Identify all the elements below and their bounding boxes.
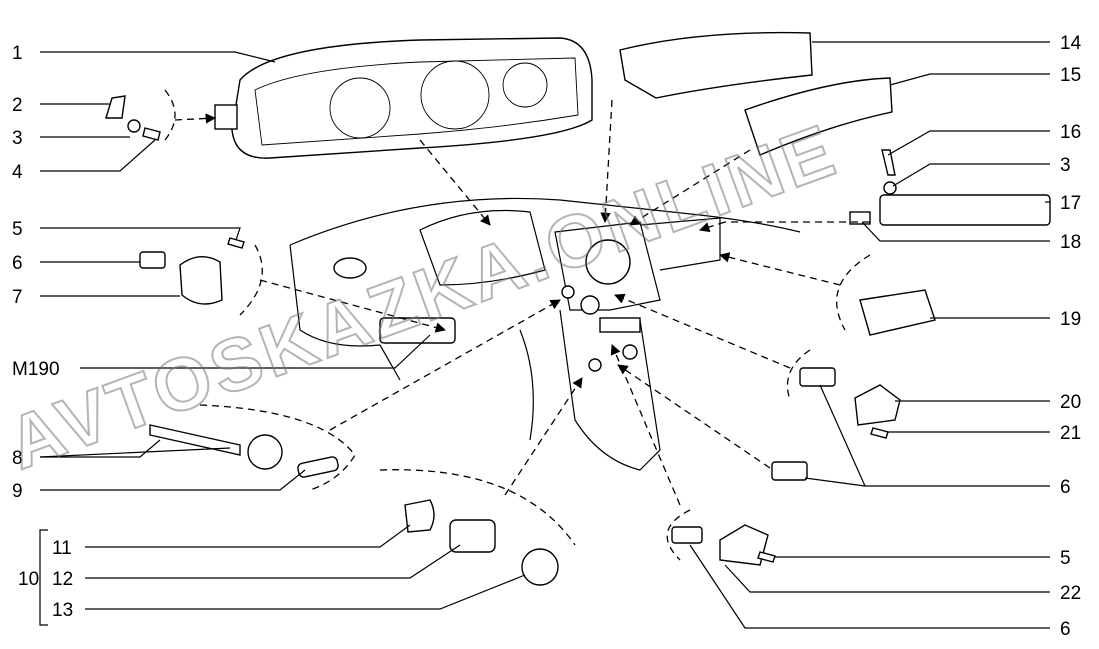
callout-left-10: 10 (18, 569, 39, 590)
callout-right-3: 3 (1060, 155, 1071, 176)
part-2-bracket (105, 95, 126, 119)
ignition-group (149, 299, 561, 491)
callout-left-5: 5 (12, 219, 23, 240)
callout-right-21: 21 (1060, 423, 1081, 444)
callout-right-18: 18 (1060, 232, 1081, 253)
cigar-lighter-group (379, 377, 583, 586)
callout-left-8: 8 (12, 448, 23, 469)
heater-control-group (699, 149, 1051, 233)
callout-left-12: 12 (52, 569, 73, 590)
callout-right-15: 15 (1060, 65, 1081, 86)
callout-left-m190: M190 (12, 359, 60, 380)
callout-right-6: 6 (1060, 619, 1071, 640)
callout-right-22: 22 (1060, 583, 1081, 604)
instrument-cluster (214, 37, 593, 159)
callout-left-7: 7 (12, 287, 23, 308)
callout-left-6: 6 (12, 253, 23, 274)
callout-right-19: 19 (1060, 309, 1081, 330)
switch-group-left (139, 237, 447, 333)
callout-right-14: 14 (1060, 33, 1082, 54)
callout-right-6: 6 (1060, 477, 1071, 498)
switch-group-bottom (610, 344, 776, 566)
callout-left-3: 3 (12, 128, 23, 149)
callout-left-9: 9 (12, 481, 23, 502)
callout-left-11: 11 (52, 538, 72, 559)
callout-right-17: 17 (1060, 193, 1081, 214)
callout-right-16: 16 (1060, 122, 1081, 143)
callout-left-4: 4 (12, 162, 23, 183)
callout-left-13: 13 (52, 600, 73, 621)
part-4-screw (142, 127, 161, 141)
part-19-switch (718, 252, 936, 336)
leader-lines (39, 41, 1050, 629)
display-module (600, 31, 893, 226)
callout-right-5: 5 (1060, 548, 1071, 569)
callout-left-1: 1 (12, 43, 23, 64)
callout-right-20: 20 (1060, 392, 1081, 413)
part-3-washer (127, 119, 141, 133)
callout-left-2: 2 (12, 95, 23, 116)
group-bracket (164, 89, 176, 141)
callout-labels: 1234567M19089101112131415163171819202165… (12, 33, 1082, 640)
dashboard-outline (289, 197, 801, 471)
switch-group-right (614, 293, 901, 481)
